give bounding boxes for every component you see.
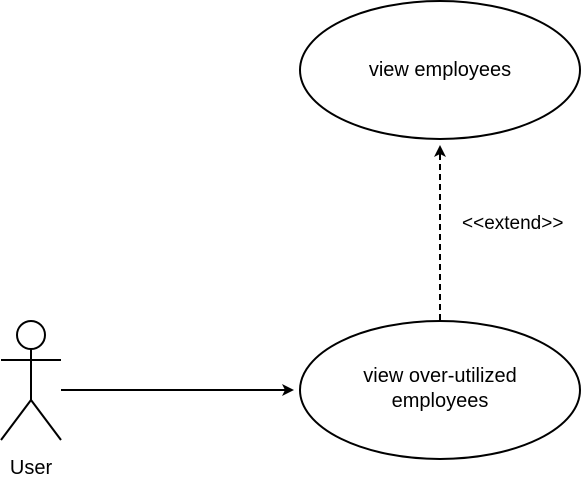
extend-relation-label: <<extend>> [462, 213, 564, 234]
use-case-view-over-utilized-ellipse [299, 320, 581, 460]
actor-stick-figure [0, 320, 62, 441]
use-case-view-over-utilized-label-line1: view over-utilized [363, 365, 517, 387]
use-case-view-over-utilized-label: view over-utilized employees [300, 364, 580, 414]
actor-head [16, 320, 46, 350]
use-case-view-over-utilized-label-line2: employees [391, 390, 489, 412]
actor-label: User [9, 457, 53, 479]
use-case-view-employees-label: view employees [368, 59, 512, 81]
actor-right-leg [30, 399, 62, 441]
actor-left-leg [0, 399, 32, 441]
use-case-view-employees-ellipse [299, 0, 581, 140]
